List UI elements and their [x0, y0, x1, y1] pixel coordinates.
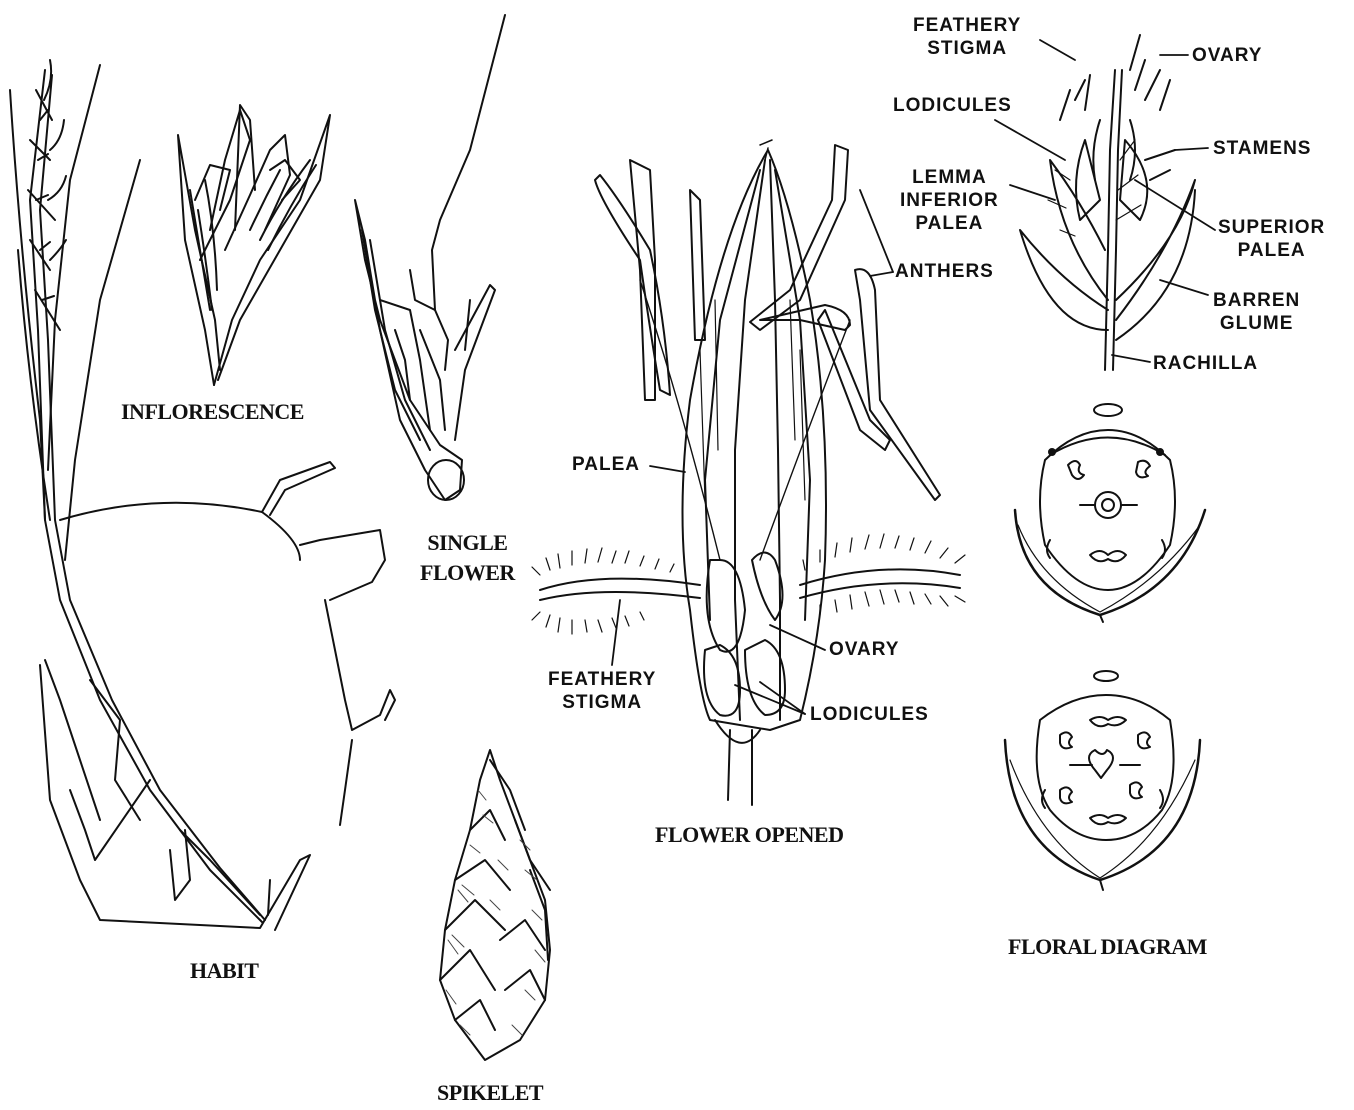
label-lemma-inferior-palea: LEMMA INFERIOR PALEA [900, 166, 999, 235]
caption-single-flower: SINGLE FLOWER [420, 528, 515, 588]
caption-floral-diagram: FLORAL DIAGRAM [1008, 932, 1207, 962]
caption-habit: HABIT [190, 956, 258, 986]
label-superior-palea-line2: PALEA [1218, 239, 1325, 262]
label-superior-palea: SUPERIOR PALEA [1218, 216, 1325, 262]
label-spikelet-stamens: STAMENS [1213, 137, 1311, 160]
spikelet-detail-leaders [995, 40, 1215, 362]
label-rachilla: RACHILLA [1153, 352, 1258, 375]
label-barren-glume-line2: GLUME [1213, 312, 1300, 335]
label-anthers: ANTHERS [895, 260, 994, 283]
spikelet-detail-drawing [1020, 35, 1195, 370]
single-flower-drawing [355, 15, 505, 500]
label-feathery-stigma-line2: STIGMA [548, 691, 656, 714]
label-spikelet-feathery-stigma: FEATHERY STIGMA [913, 14, 1021, 60]
floral-diagram-top [1015, 404, 1205, 622]
caption-single-flower-line1: SINGLE [420, 528, 515, 558]
label-lodicules: LODICULES [810, 703, 929, 726]
label-superior-palea-line1: SUPERIOR [1218, 216, 1325, 239]
label-spikelet-lodicules: LODICULES [893, 94, 1012, 117]
caption-inflorescence: INFLORESCENCE [121, 397, 304, 427]
label-palea: PALEA [572, 453, 640, 476]
label-spikelet-feathery-stigma-line1: FEATHERY [913, 14, 1021, 37]
label-feathery-stigma-line1: FEATHERY [548, 668, 656, 691]
label-spikelet-feathery-stigma-line2: STIGMA [913, 37, 1021, 60]
label-barren-glume: BARREN GLUME [1213, 289, 1300, 335]
label-lemma-line3: PALEA [900, 212, 999, 235]
label-spikelet-ovary: OVARY [1192, 44, 1262, 67]
label-barren-glume-line1: BARREN [1213, 289, 1300, 312]
caption-spikelet: SPIKELET [437, 1078, 543, 1108]
label-ovary: OVARY [829, 638, 899, 661]
spikelet-drawing [440, 750, 550, 1060]
caption-single-flower-line2: FLOWER [420, 558, 515, 588]
inflorescence-drawing [178, 105, 330, 385]
label-lemma-line1: LEMMA [900, 166, 999, 189]
floral-diagram-bottom [1005, 671, 1200, 890]
label-feathery-stigma: FEATHERY STIGMA [548, 668, 656, 714]
habit-drawing [10, 60, 395, 930]
caption-flower-opened: FLOWER OPENED [655, 820, 843, 850]
label-lemma-line2: INFERIOR [900, 189, 999, 212]
